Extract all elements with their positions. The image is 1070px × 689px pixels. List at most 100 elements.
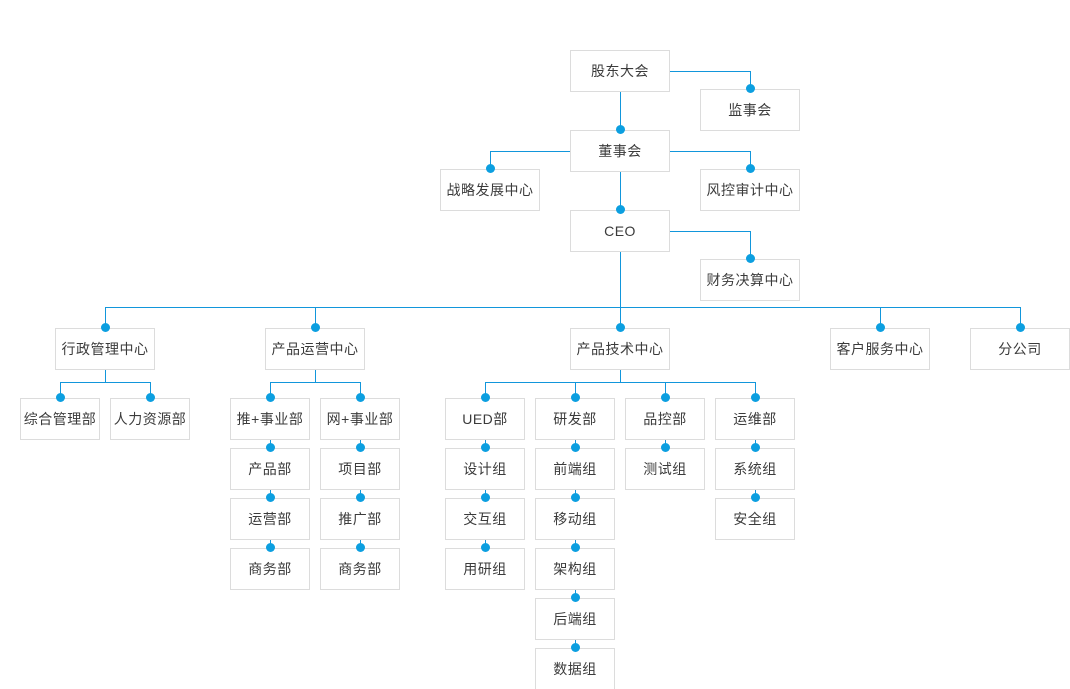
org-node-label: 用研组 xyxy=(463,561,507,577)
connector-line-horizontal xyxy=(485,382,755,383)
org-node-label: 商务部 xyxy=(248,561,292,577)
org-node-n31[interactable]: 数据组 xyxy=(535,648,615,689)
connector-line-horizontal xyxy=(670,151,750,152)
org-node-n1[interactable]: 监事会 xyxy=(700,89,800,131)
connector-line-vertical xyxy=(620,252,621,307)
org-node-label: 运营部 xyxy=(248,511,292,527)
org-node-n15[interactable]: 产品部 xyxy=(230,448,310,490)
org-node-n22[interactable]: UED部 xyxy=(445,398,525,440)
org-node-n10[interactable]: 客户服务中心 xyxy=(830,328,930,370)
org-node-n26[interactable]: 研发部 xyxy=(535,398,615,440)
connector-line-vertical xyxy=(575,440,576,448)
org-node-label: 推广部 xyxy=(338,511,382,527)
org-node-n14[interactable]: 推+事业部 xyxy=(230,398,310,440)
connector-line-vertical xyxy=(575,590,576,598)
org-node-n6[interactable]: 财务决算中心 xyxy=(700,259,800,301)
org-node-n25[interactable]: 用研组 xyxy=(445,548,525,590)
org-node-n30[interactable]: 后端组 xyxy=(535,598,615,640)
org-node-n32[interactable]: 品控部 xyxy=(625,398,705,440)
connector-line-vertical xyxy=(575,540,576,548)
org-node-label: 监事会 xyxy=(728,102,772,118)
org-node-n16[interactable]: 运营部 xyxy=(230,498,310,540)
org-node-n34[interactable]: 运维部 xyxy=(715,398,795,440)
org-node-label: 网+事业部 xyxy=(326,411,394,427)
org-node-n0[interactable]: 股东大会 xyxy=(570,50,670,92)
org-node-n5[interactable]: CEO xyxy=(570,210,670,252)
connector-line-vertical xyxy=(575,640,576,648)
org-node-label: 产品技术中心 xyxy=(576,341,664,357)
connector-line-vertical xyxy=(755,490,756,498)
connector-line-vertical xyxy=(490,151,491,169)
org-node-n9[interactable]: 产品技术中心 xyxy=(570,328,670,370)
org-node-n35[interactable]: 系统组 xyxy=(715,448,795,490)
connector-line-vertical xyxy=(270,490,271,498)
org-node-n12[interactable]: 综合管理部 xyxy=(20,398,100,440)
connector-line-vertical xyxy=(360,382,361,398)
org-node-n20[interactable]: 推广部 xyxy=(320,498,400,540)
connector-line-vertical xyxy=(60,382,61,398)
org-node-n2[interactable]: 董事会 xyxy=(570,130,670,172)
connector-line-vertical xyxy=(750,71,751,89)
org-node-n23[interactable]: 设计组 xyxy=(445,448,525,490)
org-node-n28[interactable]: 移动组 xyxy=(535,498,615,540)
org-node-label: CEO xyxy=(604,223,636,239)
connector-line-vertical xyxy=(270,540,271,548)
org-node-n29[interactable]: 架构组 xyxy=(535,548,615,590)
connector-line-vertical xyxy=(270,440,271,448)
connector-line-vertical xyxy=(105,370,106,382)
org-node-label: 架构组 xyxy=(553,561,597,577)
org-node-n24[interactable]: 交互组 xyxy=(445,498,525,540)
org-node-label: 测试组 xyxy=(643,461,687,477)
org-node-n18[interactable]: 网+事业部 xyxy=(320,398,400,440)
org-node-n8[interactable]: 产品运营中心 xyxy=(265,328,365,370)
org-node-n11[interactable]: 分公司 xyxy=(970,328,1070,370)
org-node-n33[interactable]: 测试组 xyxy=(625,448,705,490)
connector-line-horizontal xyxy=(490,151,570,152)
connector-line-vertical xyxy=(315,370,316,382)
org-node-n36[interactable]: 安全组 xyxy=(715,498,795,540)
connector-line-vertical xyxy=(620,92,621,130)
connector-line-vertical xyxy=(360,540,361,548)
org-node-n7[interactable]: 行政管理中心 xyxy=(55,328,155,370)
connector-line-horizontal xyxy=(105,307,1020,308)
org-node-label: 研发部 xyxy=(553,411,597,427)
connector-line-vertical xyxy=(360,490,361,498)
org-node-label: 综合管理部 xyxy=(23,411,97,427)
org-node-label: 品控部 xyxy=(643,411,687,427)
org-node-label: 项目部 xyxy=(338,461,382,477)
connector-line-vertical xyxy=(665,382,666,398)
org-node-label: 人力资源部 xyxy=(113,411,187,427)
connector-line-horizontal xyxy=(270,382,360,383)
connector-line-vertical xyxy=(620,307,621,328)
connector-line-vertical xyxy=(750,151,751,169)
org-node-n13[interactable]: 人力资源部 xyxy=(110,398,190,440)
connector-line-vertical xyxy=(485,382,486,398)
org-node-n4[interactable]: 风控审计中心 xyxy=(700,169,800,211)
org-node-n17[interactable]: 商务部 xyxy=(230,548,310,590)
org-node-label: 推+事业部 xyxy=(236,411,304,427)
org-node-n21[interactable]: 商务部 xyxy=(320,548,400,590)
org-node-label: 交互组 xyxy=(463,511,507,527)
connector-line-vertical xyxy=(105,307,106,328)
org-node-label: 风控审计中心 xyxy=(706,182,794,198)
org-node-label: 分公司 xyxy=(998,341,1042,357)
connector-line-vertical xyxy=(270,382,271,398)
org-node-label: 后端组 xyxy=(553,611,597,627)
org-node-n19[interactable]: 项目部 xyxy=(320,448,400,490)
org-node-n27[interactable]: 前端组 xyxy=(535,448,615,490)
org-node-label: 安全组 xyxy=(733,511,777,527)
connector-line-vertical xyxy=(150,382,151,398)
connector-line-vertical xyxy=(755,440,756,448)
connector-line-vertical xyxy=(485,440,486,448)
org-node-label: 移动组 xyxy=(553,511,597,527)
org-node-label: 商务部 xyxy=(338,561,382,577)
org-node-n3[interactable]: 战略发展中心 xyxy=(440,169,540,211)
connector-line-vertical xyxy=(750,231,751,259)
connector-line-vertical xyxy=(620,370,621,382)
connector-line-vertical xyxy=(620,172,621,210)
connector-line-vertical xyxy=(575,490,576,498)
org-node-label: 产品部 xyxy=(248,461,292,477)
connector-line-horizontal xyxy=(670,71,750,72)
connector-line-vertical xyxy=(575,382,576,398)
